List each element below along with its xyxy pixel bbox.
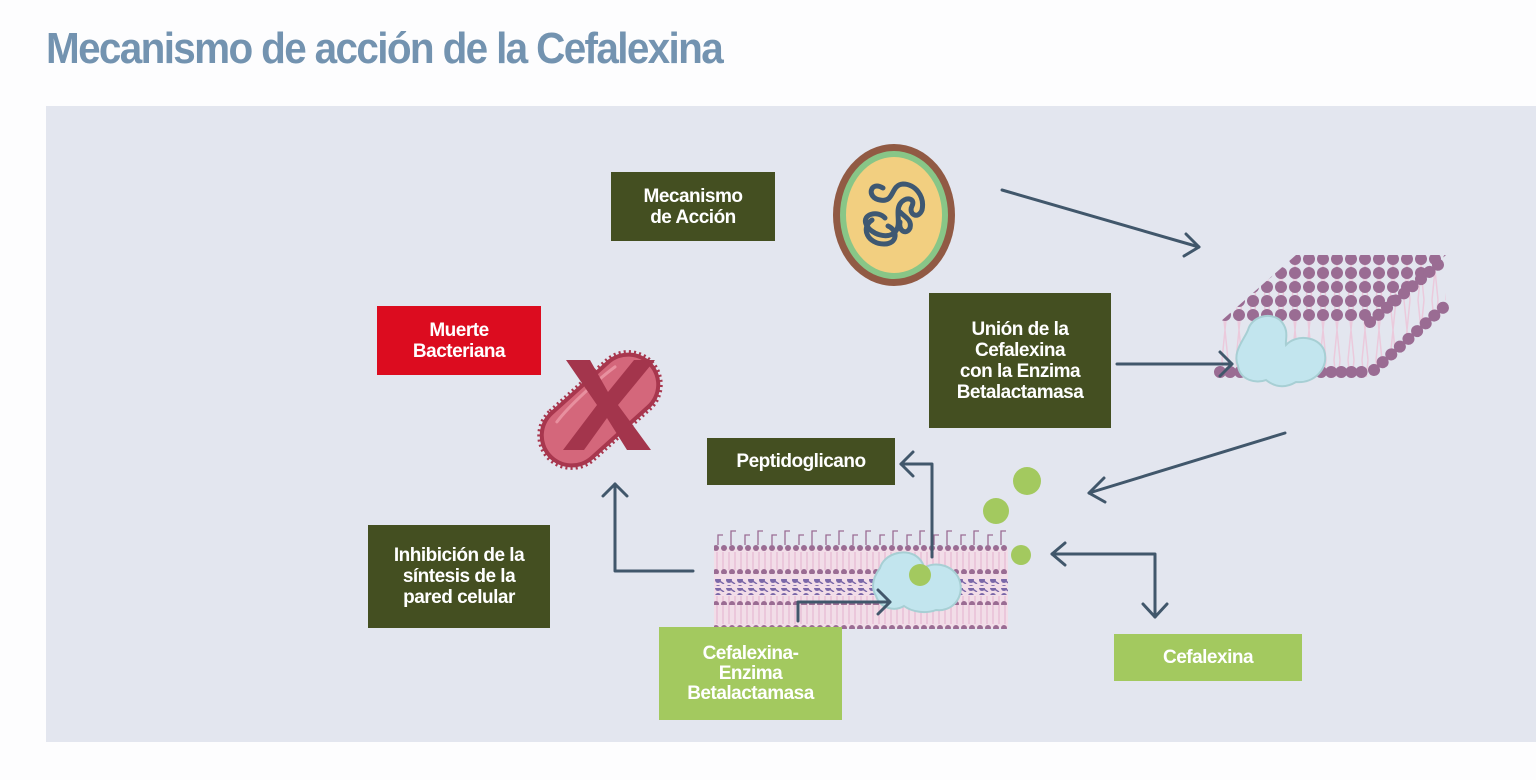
bound-cefalexin-molecule: [909, 564, 931, 586]
arrow-cefalexin-elbow: [1050, 541, 1169, 619]
label-bacterial-death: Muerte Bacteriana: [377, 306, 541, 375]
label-cefalexin-enzyme-complex: Cefalexina- Enzima Betalactamasa: [659, 627, 842, 720]
label-cefalexin-enzyme-binding: Unión de la Cefalexina con la Enzima Bet…: [929, 293, 1111, 428]
dead-bacterium-icon: [537, 350, 663, 470]
death-x-icon: [563, 360, 655, 450]
bacterial-cell-icon: [833, 144, 955, 286]
enzyme-icon: [1235, 314, 1327, 388]
label-cefalexin: Cefalexina: [1114, 634, 1302, 681]
arrow-cell-to-membrane: [1000, 188, 1201, 258]
label-cell-wall-inhibition: Inhibición de la síntesis de la pared ce…: [368, 525, 550, 628]
arrow-complex-to-enzyme: [796, 588, 892, 623]
label-mechanism-of-action: Mecanismo de Acción: [611, 172, 775, 241]
arrow-wall-to-death: [601, 482, 695, 573]
diagram-panel: Mecanismo de Acción Unión de la Cefalexi…: [46, 106, 1536, 742]
diagram-canvas: [537, 144, 1452, 629]
cefalexin-molecules: [983, 467, 1041, 565]
arrow-binding-to-enzyme: [1115, 350, 1234, 378]
label-peptidoglycan: Peptidoglicano: [707, 438, 895, 485]
arrow-enzyme-to-peptidoglycan: [899, 450, 934, 559]
arrow-membrane-to-cefalexin: [1087, 431, 1287, 504]
dna-icon: [862, 181, 926, 247]
page-title: Mecanismo de acción de la Cefalexina: [46, 24, 724, 73]
cell-wall-icon: [714, 530, 1008, 629]
lipid-membrane-icon: [1214, 252, 1452, 388]
